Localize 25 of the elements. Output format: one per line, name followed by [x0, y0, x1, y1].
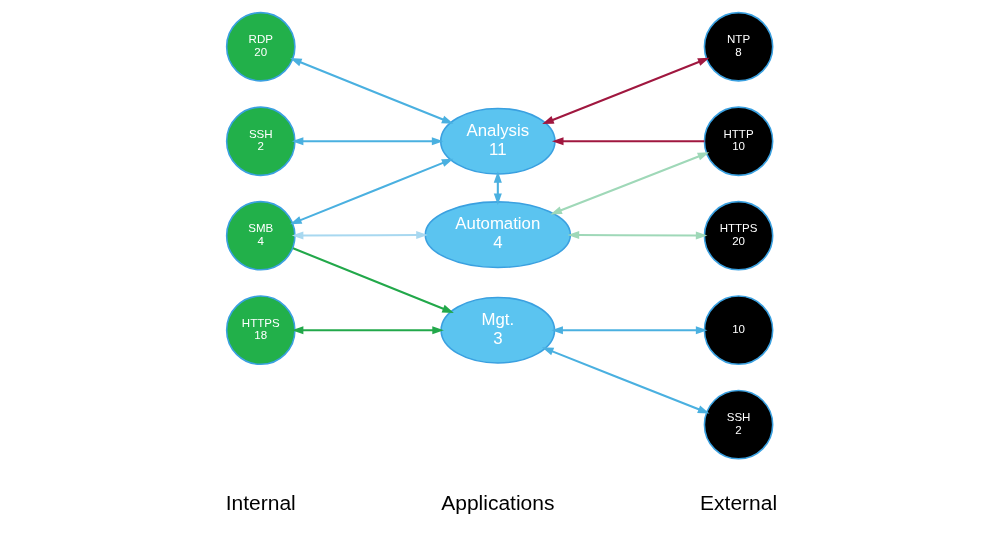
node-circle: RDP 20	[225, 11, 296, 82]
node-circle: HTTPS 18	[225, 295, 296, 366]
arrow	[549, 152, 709, 215]
arrow	[567, 230, 707, 240]
label: Applications	[440, 490, 554, 514]
node-circle: 10	[703, 295, 773, 366]
arrow	[292, 247, 454, 313]
arrow	[291, 230, 428, 240]
node-circle: SSH 2	[703, 389, 773, 460]
arrow	[541, 347, 709, 414]
arrow	[551, 137, 704, 146]
node-circle: SSH 2	[225, 106, 296, 177]
node-circle: HTTPS 20	[703, 200, 773, 271]
arrow	[291, 137, 443, 146]
arrow	[289, 158, 453, 225]
node-ellipse: Automation 4	[424, 201, 571, 269]
node-circle: SMB 4	[225, 200, 296, 271]
label: External	[699, 490, 777, 514]
label: Internal	[225, 490, 296, 514]
arrow	[541, 57, 709, 125]
node-circle: HTTP 10	[703, 106, 773, 177]
node-circle: NTP 8	[703, 11, 773, 82]
arrow	[289, 58, 453, 124]
arrow	[550, 326, 707, 335]
arrow	[291, 326, 444, 335]
